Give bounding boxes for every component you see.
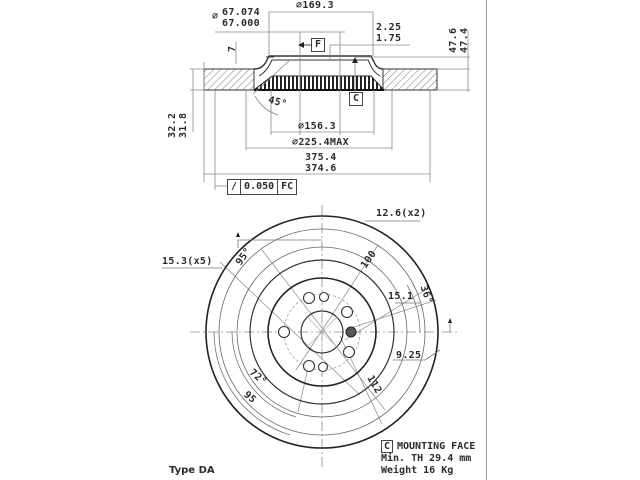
runout-datum: FC — [281, 181, 294, 192]
bolt-hole — [318, 291, 330, 303]
dim-hat-outer-diameter: ⌀169.3 — [296, 0, 334, 11]
bolt-hole — [317, 361, 329, 373]
dim-hat-depth: 7 — [227, 45, 238, 52]
dim-inner-vent-diameter: ⌀156.3 — [298, 121, 336, 132]
dim-height-max: 47.6 — [448, 27, 459, 53]
dim-9-25: 9.25 — [396, 350, 422, 361]
locating-hole — [345, 326, 357, 338]
dim-outer-diameter-min: 374.6 — [305, 163, 337, 174]
bolt-hole — [342, 345, 356, 359]
disc-outer-edge — [205, 215, 439, 449]
runout-value: 0.050 — [241, 180, 279, 194]
dim-hole-spec-12-6: 12.6(x2) — [376, 208, 427, 219]
dim-hole-spec-15-3: 15.3(x5) — [162, 256, 213, 267]
mounting-face-label: MOUNTING FACE — [397, 441, 476, 452]
hat-profile — [253, 55, 384, 70]
dim-15-1: 15.1 — [388, 291, 414, 302]
dim-bore-min: 67.000 — [222, 18, 260, 29]
dim-thickness-max: 32.2 — [167, 112, 178, 138]
type-label: Type DA — [169, 465, 215, 476]
dim-hat-thickness-min: 1.75 — [376, 33, 402, 44]
bolt-hole — [302, 291, 316, 305]
diameter-symbol: ⌀ — [212, 11, 219, 22]
dim-outer-diameter-max: 375.4 — [305, 152, 337, 163]
datum-c-box: C — [349, 92, 363, 106]
dim-friction-inner-diameter: ⌀225.4MAX — [292, 137, 349, 148]
mounting-face-note: C MOUNTING FACE — [381, 440, 475, 453]
bolt-hole — [340, 305, 354, 319]
bolt-hole — [302, 359, 316, 373]
front-view — [162, 205, 460, 470]
disc-plate-right — [382, 68, 438, 91]
min-thickness-note: Min. TH 29.4 mm — [381, 453, 472, 464]
disc-plate-left — [203, 68, 255, 91]
dim-hat-thickness-max: 2.25 — [376, 22, 402, 33]
notes-block: C MOUNTING FACE Min. TH 29.4 mm Weight 16… — [381, 440, 475, 477]
runout-symbol: / — [228, 180, 242, 194]
datum-f-box: F — [311, 38, 325, 52]
section-view — [190, 11, 470, 190]
vent-fins — [252, 75, 386, 91]
runout-tolerance-frame: / 0.050 FC — [227, 179, 298, 195]
bolt-hole — [277, 325, 291, 339]
frame-border — [486, 0, 487, 480]
dim-thickness-min: 31.8 — [178, 112, 189, 138]
weight-note: Weight 16 Kg — [381, 465, 454, 476]
datum-c-note-box: C — [381, 440, 393, 453]
dim-bore-max: 67.074 — [222, 7, 260, 18]
dim-height-min: 47.4 — [459, 27, 470, 53]
